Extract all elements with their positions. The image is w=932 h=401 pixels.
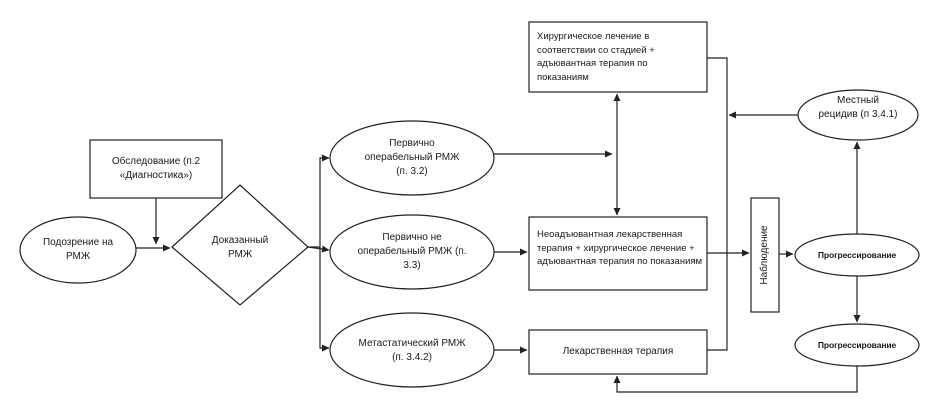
label-exam: Обследование (п.2 «Диагностика») (111, 156, 201, 181)
arrow-progression2-to-drug (613, 366, 858, 393)
label-proven: Доказанный РМЖ (211, 235, 269, 260)
arrow-proven-to-metastatic (319, 247, 330, 352)
label-surgery: Хирургическое лечение в соответствии со … (537, 31, 655, 83)
label-neoadjuvant: Неоадъювантная лекарственная терапия + х… (537, 229, 703, 267)
arrow-proven-to-operable (308, 154, 330, 248)
node-operable (329, 120, 495, 196)
label-drug-therapy: Лекарственная терапия (562, 346, 674, 357)
node-observation (750, 197, 780, 313)
label-local-relapse: Местный рецидив (п 3.4.1) (818, 95, 898, 120)
label-progression-2: Прогрессирование (817, 340, 897, 350)
node-suspicion (19, 216, 137, 284)
label-operable: Первично операбельный РМЖ (п. 3.2) (364, 138, 460, 177)
label-suspicion: Подозрение на РМЖ (42, 237, 114, 262)
arrow-proven-to-inoperable (307, 245, 330, 253)
node-drug-therapy (528, 329, 708, 375)
label-inoperable: Первично не операбельный РМЖ (п. 3.3) (357, 232, 467, 271)
label-progression-1: Прогрессирование (817, 250, 897, 260)
node-surgery (528, 21, 708, 93)
node-proven (171, 184, 309, 306)
line-surgery-right (707, 57, 728, 351)
label-observation: Наблюдение (759, 225, 770, 285)
label-metastatic: Метастатический РМЖ (п. 3.4.2) (358, 338, 466, 363)
